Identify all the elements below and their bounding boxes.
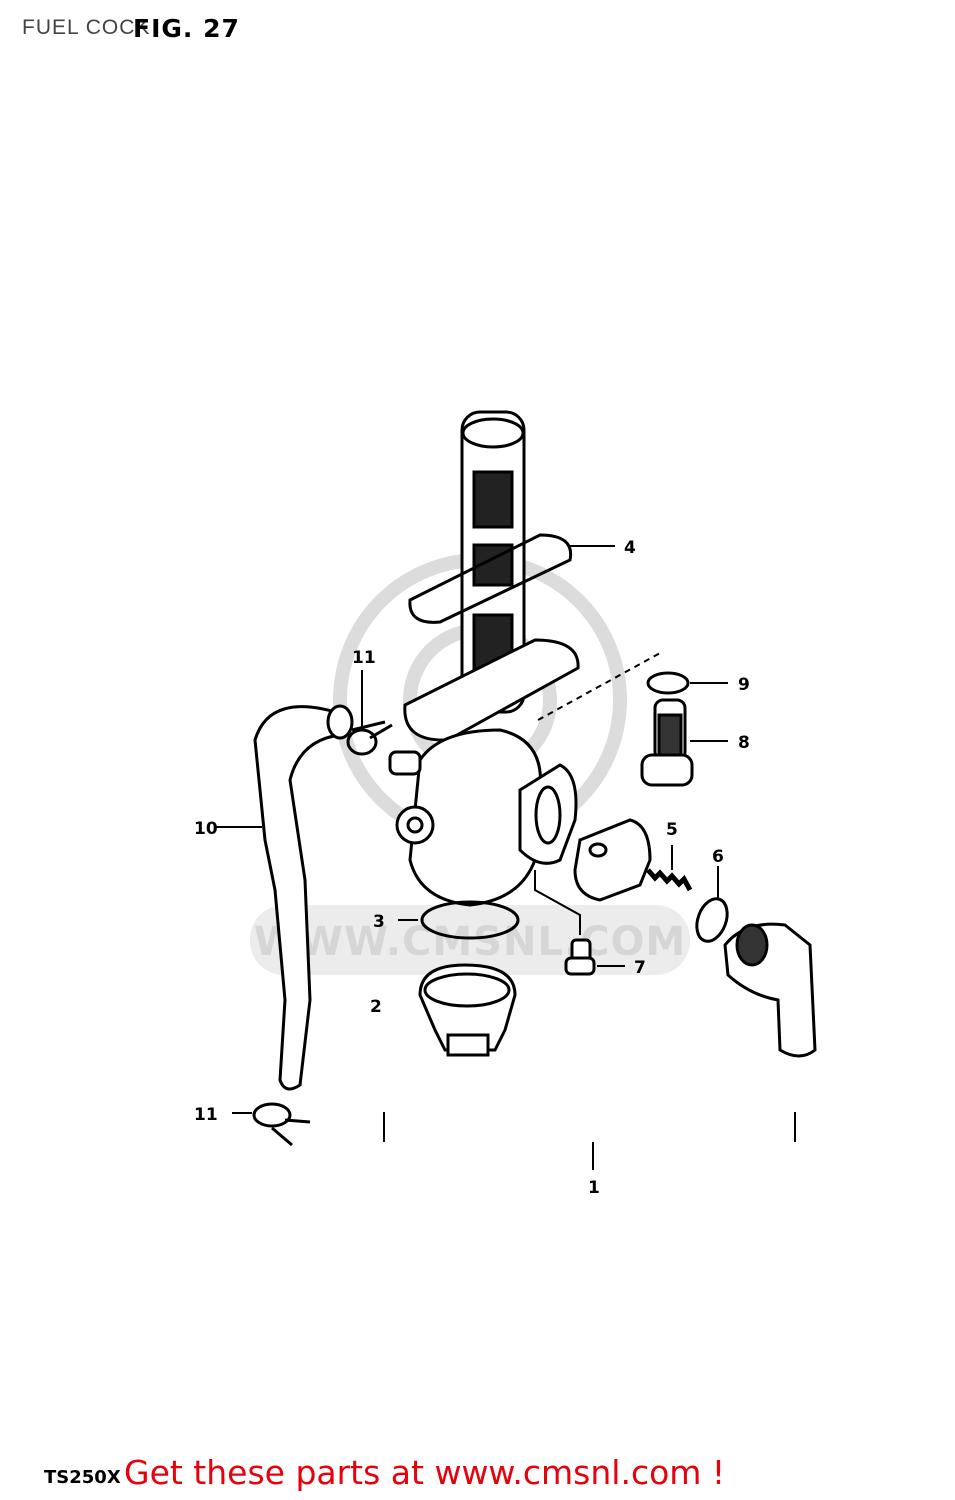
part-11-clip-bottom [252, 1102, 311, 1147]
figure-number: FIG. 27 [133, 14, 240, 43]
callout-9: 9 [738, 675, 750, 695]
part-8-screw [640, 698, 694, 787]
part-9-washer [646, 671, 690, 695]
callout-2: 2 [370, 997, 382, 1017]
part-5-spring [646, 868, 693, 892]
callout-5: 5 [666, 820, 678, 840]
callout-11-bottom: 11 [194, 1105, 218, 1125]
part-3-oring [420, 900, 520, 940]
part-4-gasket [408, 533, 573, 624]
part-10-hose [253, 705, 346, 1091]
part-6-gasket [695, 897, 729, 943]
part-5-valve-core [573, 818, 652, 902]
callout-4: 4 [624, 538, 636, 558]
callout-7: 7 [634, 958, 646, 978]
callout-8: 8 [738, 733, 750, 753]
callout-3: 3 [373, 912, 385, 932]
lever-knob [723, 922, 817, 1058]
callout-6: 6 [712, 847, 724, 867]
part-11-clip-top [346, 720, 393, 756]
hose-end [326, 704, 354, 740]
callout-11-top: 11 [352, 648, 376, 668]
promo-link[interactable]: Get these parts at www.cmsnl.com ! [124, 1453, 726, 1492]
watermark-url: WWW.CMSNL.COM [254, 919, 687, 965]
cock-body [388, 728, 578, 907]
base-plate [403, 638, 580, 742]
page-title: FUEL COCK [22, 16, 151, 39]
callout-10: 10 [194, 819, 218, 839]
model-code: TS250X [44, 1467, 121, 1488]
callout-1: 1 [588, 1178, 600, 1198]
leader-lines [214, 545, 796, 1170]
part-2-cup [418, 963, 517, 1057]
part-7-screw [564, 938, 596, 976]
